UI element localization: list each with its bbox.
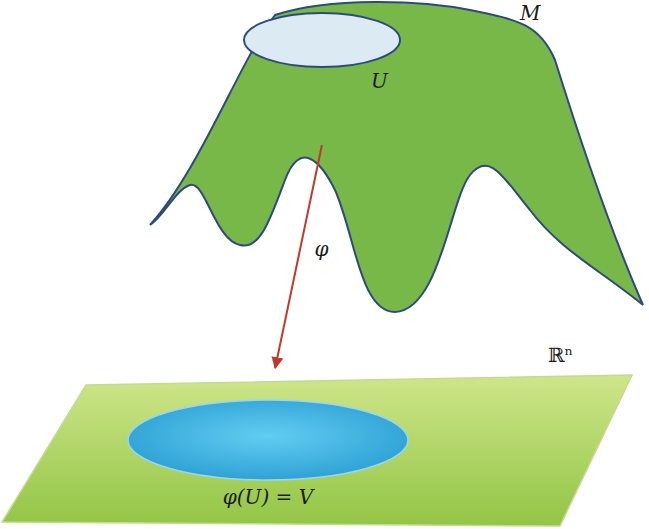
node-label: ℝⁿ (548, 344, 573, 366)
node-label: U (371, 70, 388, 92)
node-label: M (520, 2, 540, 24)
euclidean-plane: ℝⁿ φ(U) = V (0, 340, 649, 529)
map-label: φ (315, 238, 329, 260)
node-label: φ(U) = V (126, 486, 410, 508)
image-set-ellipse: φ(U) = V (126, 398, 410, 518)
open-set-ellipse: U (243, 12, 401, 102)
edge-label-holder: φ (315, 238, 329, 260)
open-set-outline (244, 13, 400, 67)
plane-outline (2, 375, 632, 526)
manifold-outline (150, 2, 643, 312)
manifold-region: MU (148, 0, 645, 320)
image-set-outline (128, 400, 408, 480)
